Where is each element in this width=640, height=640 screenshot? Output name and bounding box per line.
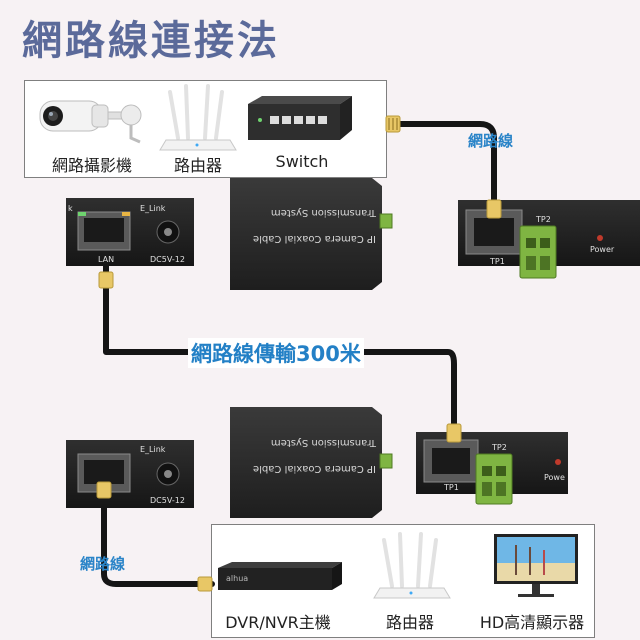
transmitter-bottom-line2: IP Camera Coaxial Cable — [253, 463, 376, 474]
right-top-tp1: TP1 — [489, 257, 505, 266]
transmitter-bottom-line1: Transmission System — [271, 437, 377, 448]
device-label-hd-monitor: HD高清顯示器 — [479, 613, 585, 632]
left-module-bottom: E_Link DC5V-12 — [66, 440, 194, 508]
network-cables — [101, 121, 497, 587]
dvr-brand: alhua — [226, 574, 248, 583]
transmitter-top-line1: Transmission System — [271, 207, 377, 218]
left-top-lan-label: LAN — [98, 255, 114, 264]
cable-label-bottom: 網路線 — [80, 555, 126, 573]
ip-camera-icon — [39, 100, 142, 144]
device-label-switch: Switch — [275, 152, 329, 171]
right-bottom-power: Powe — [544, 473, 565, 482]
switch-icon — [248, 96, 352, 140]
router-icon-top — [159, 84, 237, 151]
rj45-plug-icon — [96, 199, 502, 592]
right-top-power: Power — [590, 245, 615, 254]
router-icon-bottom — [373, 532, 451, 599]
rj45-plug-icon — [385, 115, 401, 133]
device-label-router-top: 路由器 — [173, 156, 222, 175]
device-label-router-bottom: 路由器 — [385, 613, 434, 632]
right-bottom-tp2: TP2 — [491, 443, 507, 452]
transmitter-box-top: Transmission System IP Camera Coaxial Ca… — [230, 178, 393, 290]
right-module-bottom: TP2 TP1 Powe — [416, 432, 568, 505]
cable-label-middle: 網路線傳輸300米 — [188, 338, 364, 368]
cable-label-top: 網路線 — [468, 132, 514, 150]
right-module-top: TP2 TP1 Power — [458, 200, 640, 279]
device-label-dvr-nvr: DVR/NVR主機 — [225, 613, 331, 632]
hd-monitor-icon — [494, 534, 578, 597]
right-top-tp2: TP2 — [535, 215, 551, 224]
left-top-elink: E_Link — [140, 204, 166, 213]
device-label-ip-camera: 網路攝影機 — [51, 156, 132, 175]
right-bottom-tp1: TP1 — [443, 483, 459, 492]
left-bottom-dc-label: DC5V-12 — [150, 496, 185, 505]
page-title: 網路線連接法 — [22, 18, 280, 64]
transmitter-box-bottom: Transmission System IP Camera Coaxial Ca… — [230, 407, 393, 518]
left-top-dc-label: DC5V-12 — [150, 255, 185, 264]
left-top-corner-text: k — [68, 204, 73, 213]
left-module-top: k E_Link LAN DC5V-12 — [66, 198, 194, 266]
transmitter-top-line2: IP Camera Coaxial Cable — [253, 233, 376, 244]
left-bottom-elink: E_Link — [140, 445, 166, 454]
dvr-nvr-icon: alhua — [218, 562, 342, 590]
